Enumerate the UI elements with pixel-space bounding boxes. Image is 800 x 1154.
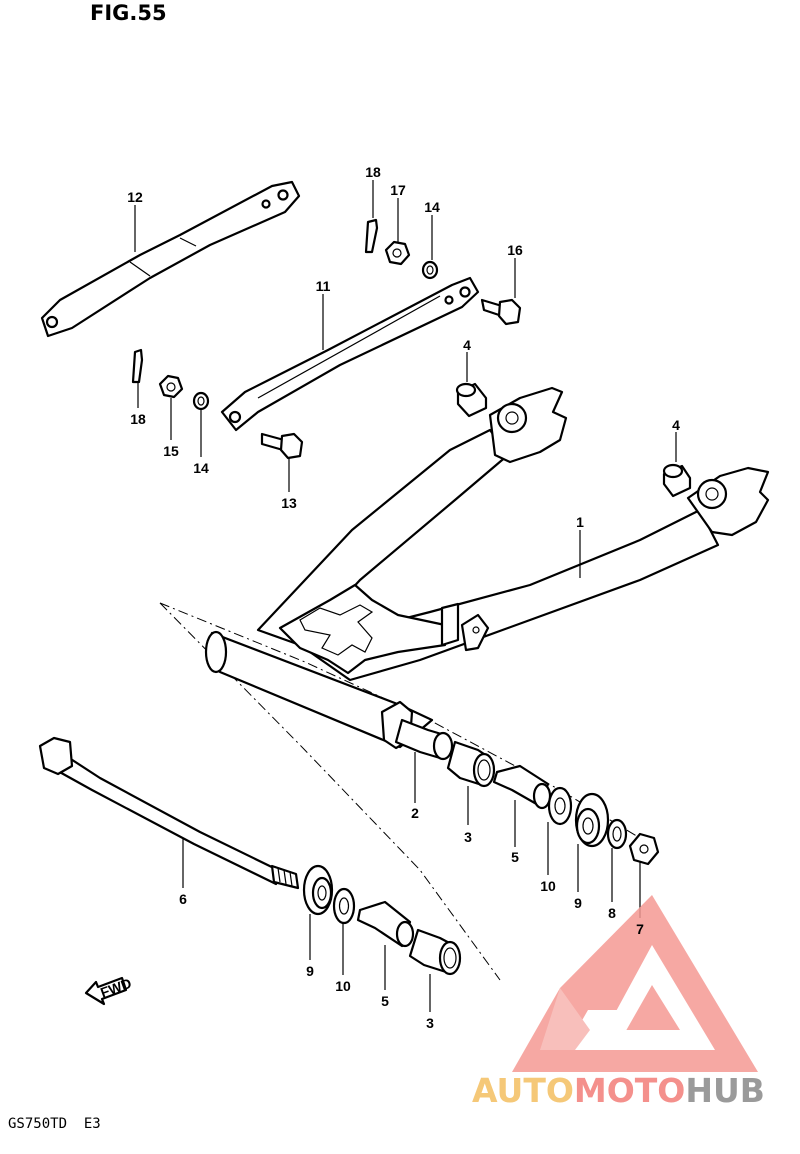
model-code: GS750TD E3: [8, 1116, 101, 1132]
callout-5-lower: 5: [381, 993, 389, 1009]
figure-title: FIG.55: [90, 1, 167, 25]
watermark-auto: AUTO: [472, 1071, 574, 1110]
watermark-moto: MOTO: [574, 1071, 685, 1110]
callout-16: 16: [507, 242, 523, 258]
callout-1: 1: [576, 514, 584, 530]
part-1-swing-arm: [204, 386, 770, 750]
callout-12: 12: [127, 189, 143, 205]
part-12-stay: [40, 180, 301, 338]
part-4-bushing-left: [455, 382, 488, 418]
callout-2: 2: [411, 805, 419, 821]
part-14-washer-upper: [421, 260, 439, 280]
callout-15: 15: [163, 443, 179, 459]
part-3-bearing-upper: [446, 740, 496, 788]
part-9-seal-upper: [574, 792, 610, 848]
part-18-cotter-pin-upper: [364, 218, 379, 254]
callout-9-upper: 9: [574, 895, 582, 911]
part-14-washer-lower: [192, 391, 210, 411]
part-11-stay: [220, 276, 480, 432]
callout-4-right: 4: [672, 417, 680, 433]
callout-18-lower: 18: [130, 411, 146, 427]
part-9-seal-lower: [302, 864, 334, 916]
part-2-spacer: [394, 718, 454, 761]
watermark-logo: [512, 895, 758, 1072]
part-10-washer-lower: [332, 887, 356, 925]
part-7-nut: [628, 832, 660, 866]
callout-7: 7: [636, 921, 644, 937]
part-5-collar-upper: [492, 764, 552, 810]
part-13-bolt: [260, 432, 304, 460]
part-17-nut: [384, 240, 411, 266]
callout-13: 13: [281, 495, 297, 511]
watermark-hub: HUB: [685, 1071, 765, 1110]
part-5-collar-lower: [356, 900, 415, 948]
callout-4-left: 4: [463, 337, 471, 353]
callout-8: 8: [608, 905, 616, 921]
fwd-label: FWD: [98, 975, 133, 1001]
callout-5-upper: 5: [511, 849, 519, 865]
callout-labels: 1 2 3 3 4 4 5 5 6 7 8 9 9 10 10 11 12 13…: [127, 164, 680, 1031]
callout-11: 11: [316, 278, 331, 294]
callout-6: 6: [179, 891, 187, 907]
part-15-nut: [158, 374, 184, 399]
part-6-pivot-shaft: [38, 736, 300, 890]
callout-10-upper: 10: [540, 878, 556, 894]
watermark-text: AUTOMOTOHUB: [472, 1071, 765, 1110]
part-8-washer: [606, 818, 628, 850]
callout-14-lower: 14: [193, 460, 209, 476]
leader-lines: [134, 180, 677, 1012]
fwd-arrow: FWD: [84, 975, 134, 1006]
callout-3-lower: 3: [426, 1015, 434, 1031]
part-3-bearing-lower: [408, 928, 462, 976]
part-16-bolt: [480, 298, 522, 326]
callout-14-upper: 14: [424, 199, 440, 215]
part-4-bushing-right: [662, 463, 692, 498]
callout-17: 17: [390, 182, 406, 198]
callout-9-lower: 9: [306, 963, 314, 979]
callout-18-upper: 18: [365, 164, 381, 180]
part-10-washer-upper: [547, 786, 573, 826]
callout-3-upper: 3: [464, 829, 472, 845]
part-18-cotter-pin-lower: [131, 348, 144, 384]
callout-10-lower: 10: [335, 978, 351, 994]
